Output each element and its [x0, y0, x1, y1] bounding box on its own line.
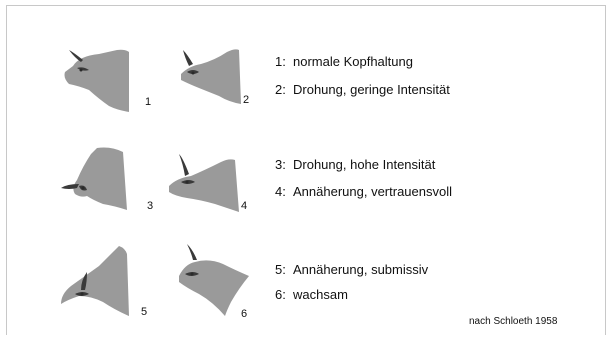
cow-head-figure-1: 1: [59, 44, 152, 114]
figure-number-4: 4: [241, 200, 248, 212]
figure-number-1: 1: [145, 96, 152, 108]
cow-head-drawing-5: [61, 246, 129, 316]
legend-text: Annäherung, submissiv: [293, 262, 429, 277]
cow-head-drawing-1: [64, 49, 129, 112]
legend-number: 5:: [275, 262, 286, 277]
slide: 1 2 3 4: [6, 5, 606, 335]
legend-text: Drohung, geringe Intensität: [293, 82, 450, 97]
cow-head-figure-6: 6: [169, 242, 259, 320]
legend-item-3: 3: Drohung, hohe Intensität: [275, 157, 435, 172]
legend-item-1: 1: normale Kopfhaltung: [275, 54, 413, 69]
source-credit: nach Schloeth 1958: [469, 316, 558, 327]
legend-number: 4:: [275, 184, 286, 199]
cow-head-drawing-4: [169, 154, 239, 212]
legend-text: Annäherung, vertrauensvoll: [293, 184, 452, 199]
legend-number: 2:: [275, 82, 286, 97]
legend-item-5: 5: Annäherung, submissiv: [275, 262, 428, 277]
cow-head-figure-4: 4: [165, 148, 255, 218]
figure-number-6: 6: [241, 308, 248, 320]
legend-text: Drohung, hohe Intensität: [293, 157, 436, 172]
figure-number-2: 2: [243, 94, 250, 106]
legend-text: normale Kopfhaltung: [293, 54, 413, 69]
legend-number: 6:: [275, 287, 286, 302]
legend-number: 1:: [275, 54, 286, 69]
cow-head-figure-5: 5: [55, 244, 148, 319]
cow-head-drawing-6: [179, 244, 249, 316]
cow-head-drawing-2: [181, 49, 241, 104]
legend-item-6: 6: wachsam: [275, 287, 348, 302]
figure-number-3: 3: [147, 200, 154, 212]
figure-number-5: 5: [141, 306, 148, 318]
cow-head-figure-2: 2: [175, 46, 255, 106]
legend-item-4: 4: Annäherung, vertrauensvoll: [275, 184, 452, 199]
cow-head-figure-3: 3: [57, 144, 153, 224]
cow-head-drawing-3: [61, 147, 127, 210]
legend-text: wachsam: [293, 287, 348, 302]
legend-number: 3:: [275, 157, 286, 172]
legend-item-2: 2: Drohung, geringe Intensität: [275, 82, 450, 97]
